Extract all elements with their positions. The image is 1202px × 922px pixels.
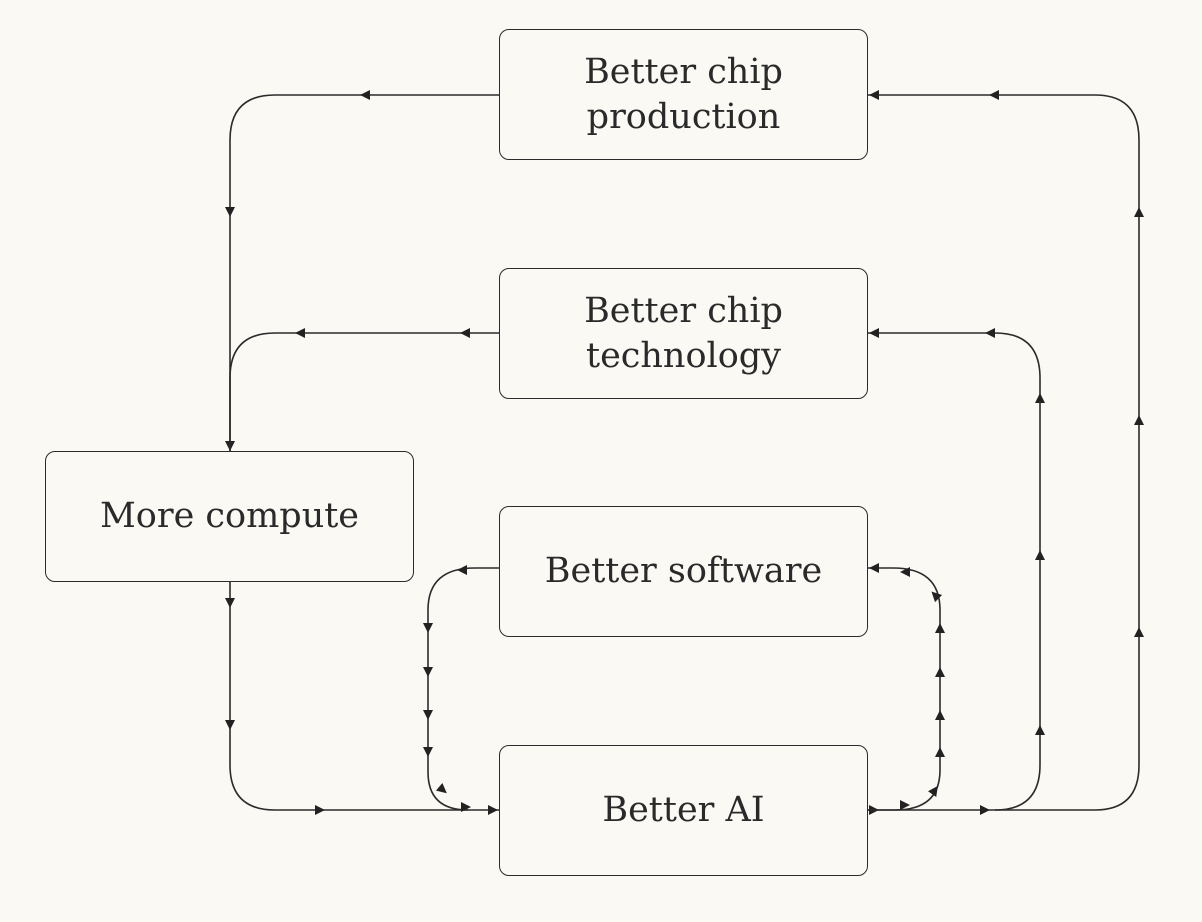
edge-better-software-to-better-ai [427,567,499,811]
arrowhead-icon [225,598,235,608]
arrowhead-icon [989,90,999,100]
node-better-ai: Better AI [499,745,868,876]
edge-better-ai-to-chip-technology [868,332,1041,811]
arrowhead-icon [935,747,945,757]
arrowhead-icon [423,710,433,720]
arrowhead-icon [435,782,447,794]
arrowhead-icon [360,90,370,100]
arrowhead-icon [980,805,990,815]
edge-better-ai-to-better-software [868,567,941,811]
arrowhead-icon [1035,393,1045,403]
arrowhead-icon [900,800,910,810]
arrowhead-icon [423,623,433,633]
arrowhead-icon [461,802,471,812]
arrowhead-icon [423,747,433,757]
arrowhead-icon [315,805,325,815]
arrowhead-icon [225,207,235,217]
arrowhead-icon [460,328,470,338]
arrowhead-icon [488,805,498,815]
arrowhead-icon [869,90,879,100]
arrowhead-icon [900,567,910,577]
arrowhead-icon [1134,627,1144,637]
arrowhead-icon [1035,550,1045,560]
arrowhead-icon [928,785,938,797]
arrowhead-icon [935,623,945,633]
arrowhead-icon [1134,415,1144,425]
arrowhead-icon [295,328,305,338]
edge-more-compute-to-better-ai [229,582,499,811]
arrowhead-icon [985,328,995,338]
edge-better-ai-to-chip-production [868,94,1140,811]
arrowhead-icon [1035,725,1045,735]
arrowhead-icon [225,720,235,730]
edge-chip-production-to-more-compute [229,94,499,451]
node-better-software: Better software [499,506,868,637]
arrowhead-icon [935,667,945,677]
edge-chip-technology-to-more-compute [229,332,499,451]
node-better-chip-production: Better chip production [499,29,868,160]
node-more-compute: More compute [45,451,414,582]
arrowhead-icon [1134,207,1144,217]
arrowhead-icon [869,563,879,573]
arrowhead-icon [423,667,433,677]
arrowhead-icon [457,565,467,575]
node-better-chip-technology: Better chip technology [499,268,868,399]
arrowhead-icon [869,328,879,338]
arrowhead-icon [935,710,945,720]
